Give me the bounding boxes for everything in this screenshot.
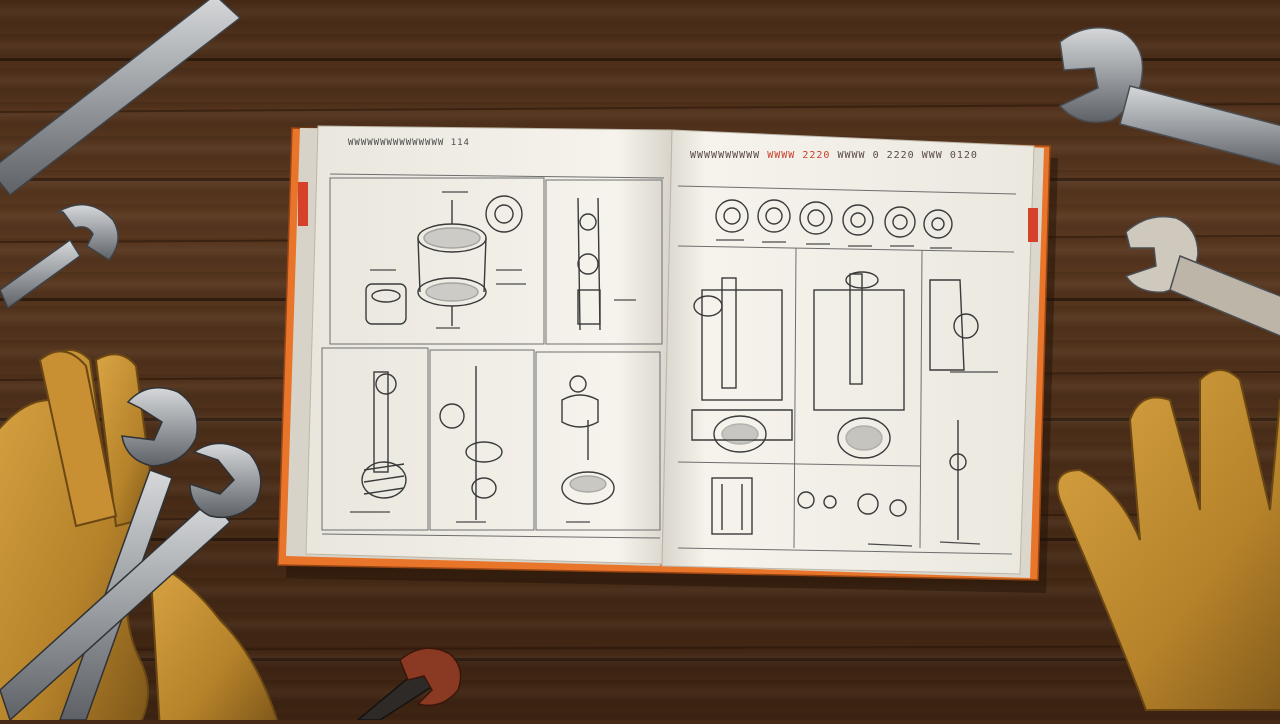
left-page bbox=[306, 126, 672, 564]
glove-icon bbox=[1058, 370, 1280, 710]
page-tab bbox=[1028, 208, 1038, 242]
wrench-icon bbox=[0, 0, 240, 195]
wrench-icon bbox=[0, 205, 118, 308]
page-tab bbox=[298, 182, 308, 226]
wrench-icon bbox=[1060, 28, 1280, 168]
manual-icon bbox=[278, 126, 1058, 593]
wrench-icon bbox=[358, 648, 461, 720]
right-page bbox=[662, 130, 1034, 574]
